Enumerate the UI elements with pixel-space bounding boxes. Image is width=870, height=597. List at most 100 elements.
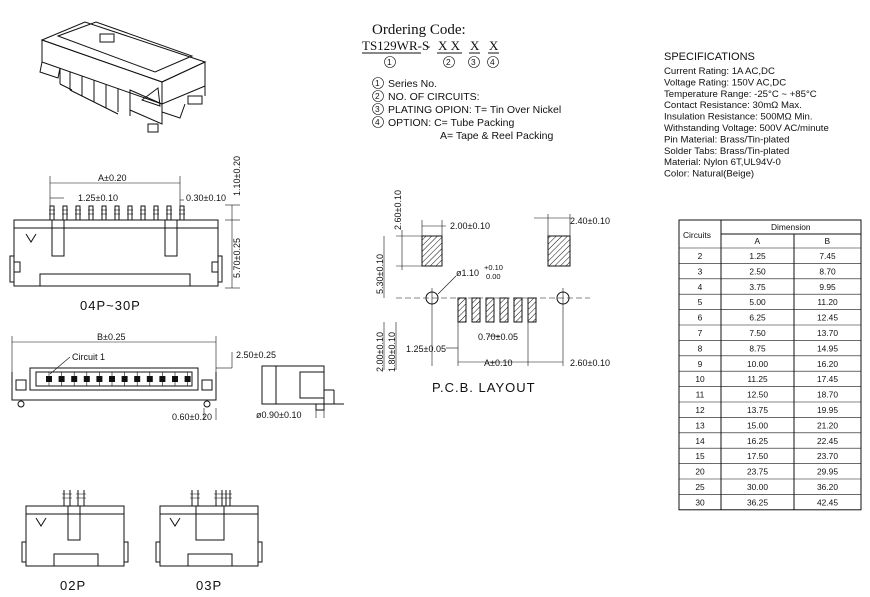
dim-pitch: 1.25±0.10 <box>78 193 118 203</box>
ordering-code: Ordering Code: TS129WR-S - X X X X 1 2 3… <box>362 22 561 142</box>
table-cell: 16.25 <box>747 436 768 446</box>
table-cell: 8 <box>698 343 703 353</box>
table-cell: 36.25 <box>747 497 768 507</box>
code-circuits: X X <box>438 38 461 53</box>
specifications: SPECIFICATIONS Current Rating: 1A AC,DCV… <box>664 51 829 180</box>
table-cell: 17.45 <box>817 374 838 384</box>
note-num-2: 2 <box>375 91 380 101</box>
table-cell: 2 <box>698 251 703 261</box>
dim-b: B±0.25 <box>97 332 125 342</box>
spec-heading: SPECIFICATIONS <box>664 51 755 63</box>
table-cell: 12.50 <box>747 390 768 400</box>
table-cell: 12 <box>695 405 705 415</box>
spec-line: Withstanding Voltage: 500V AC/minute <box>664 123 829 134</box>
pcb-dim-pad-height: 2.60±0.10 <box>393 190 403 230</box>
table-cell: 2.50 <box>749 266 766 276</box>
note-option: OPTION: C= Tube Packing <box>388 117 515 129</box>
pcb-layout: 2.00±0.10 2.40±0.10 2.60±0.10 5.30±0.10 … <box>375 190 610 395</box>
code-plating: X <box>470 38 480 53</box>
table-cell: 17.50 <box>747 451 768 461</box>
table-cell: 4 <box>698 282 703 292</box>
note-series: Series No. <box>388 78 437 90</box>
pcb-dim-hole-plus: +0.10 <box>484 263 503 272</box>
code-dash: - <box>426 38 430 53</box>
circuit-1-label: Circuit 1 <box>72 352 105 362</box>
dim-a: A±0.20 <box>98 173 126 183</box>
table-cell: 9 <box>698 359 703 369</box>
table-cell: 5.00 <box>749 297 766 307</box>
table-cell: 10.00 <box>747 359 768 369</box>
table-cell: 20 <box>695 467 705 477</box>
pcb-pad-left <box>421 235 443 267</box>
table-cell: 8.75 <box>749 343 766 353</box>
spec-line: Current Rating: 1A AC,DC <box>664 66 775 77</box>
spec-line: Insulation Resistance: 500MΩ Min. <box>664 112 812 123</box>
ordering-title: Ordering Code: <box>372 22 466 38</box>
dim-side: 2.50±0.25 <box>236 350 276 360</box>
table-cell: 11.20 <box>817 297 838 307</box>
table-cell: 18.70 <box>817 390 838 400</box>
pcb-dim-bottom-1: 2.00±0.10 <box>375 332 385 372</box>
pcb-dim-bottom-2: 1.80±0.10 <box>387 332 397 372</box>
dim-hole: ø0.90±0.10 <box>256 410 301 420</box>
table-cell: 7.50 <box>749 328 766 338</box>
pcb-dim-pad-width-2: 2.40±0.10 <box>570 216 610 226</box>
table-cell: 6.25 <box>749 313 766 323</box>
table-cell: 14 <box>695 436 705 446</box>
pcb-dim-hole: ø1.10 <box>456 268 479 278</box>
table-cell: 23.75 <box>747 467 768 477</box>
table-cell: 15 <box>695 451 705 461</box>
code-num-1: 1 <box>387 57 392 67</box>
table-cell: 22.45 <box>817 436 838 446</box>
table-cell: 9.95 <box>819 282 836 292</box>
table-cell: 14.95 <box>817 343 838 353</box>
pcb-dim-vertical: 5.30±0.10 <box>375 254 385 294</box>
table-cell: 7.45 <box>819 251 836 261</box>
pcb-layout-label: P.C.B. LAYOUT <box>432 380 536 395</box>
table-cell: 13.75 <box>747 405 768 415</box>
pcb-dim-a: A±0.10 <box>484 358 512 368</box>
side-view: ø0.90±0.10 <box>256 365 344 420</box>
table-cell: 23.70 <box>817 451 838 461</box>
code-option: X <box>489 38 499 53</box>
spec-line: Solder Tabs: Brass/Tin-plated <box>664 146 789 157</box>
table-cell: 8.70 <box>819 266 836 276</box>
front-view-label: 04P~30P <box>80 298 141 313</box>
table-cell: 11.25 <box>747 374 768 384</box>
spec-line: Color: Natural(Beige) <box>664 169 754 180</box>
pcb-dim-pin-width: 0.70±0.05 <box>478 332 518 342</box>
dim-top-offset: 1.10±0.20 <box>232 156 242 196</box>
table-cell: 15.00 <box>747 420 768 430</box>
table-cell: 13.70 <box>817 328 838 338</box>
table-cell: 16.20 <box>817 359 838 369</box>
table-cell: 10 <box>695 374 705 384</box>
code-prefix: TS129WR-S <box>362 38 429 53</box>
dim-tab: 0.60±0.20 <box>172 412 212 422</box>
pcb-dim-pad-width: 2.00±0.10 <box>450 221 490 231</box>
pcb-dim-pitch: 1.25±0.05 <box>406 344 446 354</box>
table-cell: 29.95 <box>817 467 838 477</box>
note-num-3: 3 <box>375 104 380 114</box>
table-cell: 36.20 <box>817 482 838 492</box>
pcb-pad-right <box>547 235 571 267</box>
connector-isometric-view <box>39 21 207 133</box>
table-cell: 13 <box>695 420 705 430</box>
dim-pin-width: 0.30±0.10 <box>186 193 226 203</box>
spec-line: Temperature Range: -25°C ~ +85°C <box>664 89 817 100</box>
table-cell: 30.00 <box>747 482 768 492</box>
table-cell: 11 <box>696 390 705 400</box>
table-cell: 3.75 <box>749 282 766 292</box>
note-circuits: NO. OF CIRCUITS: <box>388 91 480 103</box>
dim-height: 5.70±0.25 <box>232 238 242 278</box>
view-03p-label: 03P <box>196 578 222 593</box>
note-num-4: 4 <box>375 117 380 127</box>
pcb-dim-edge: 2.60±0.10 <box>570 358 610 368</box>
table-cell: 5 <box>698 297 703 307</box>
note-plating: PLATING OPION: T= Tin Over Nickel <box>388 104 561 116</box>
note-num-1: 1 <box>375 78 380 88</box>
table-cell: 1.25 <box>749 251 766 261</box>
table-cell: 6 <box>698 313 703 323</box>
table-cell: 19.95 <box>817 405 838 415</box>
